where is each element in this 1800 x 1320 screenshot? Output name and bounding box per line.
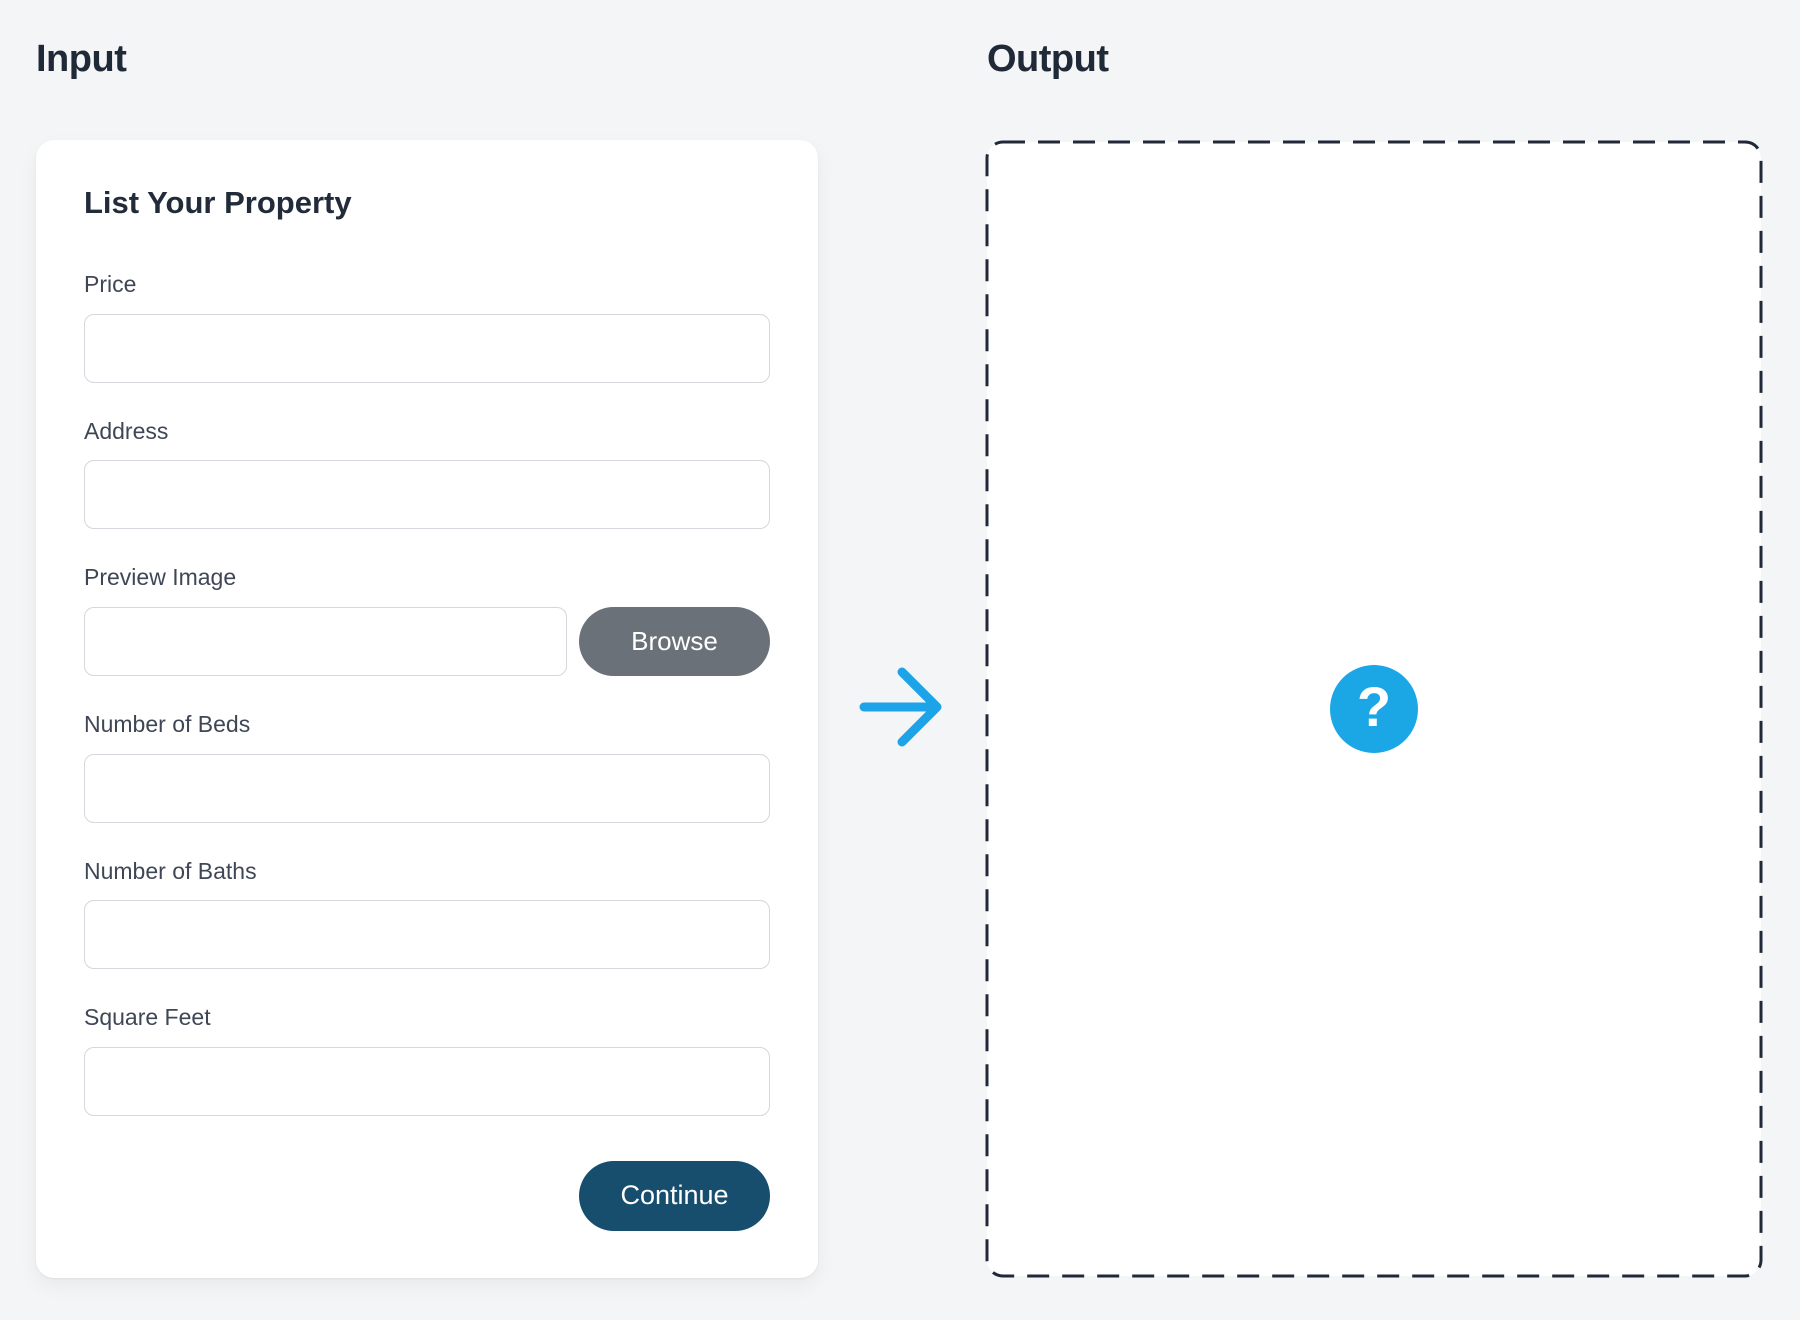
output-placeholder-area: ? [985, 140, 1763, 1278]
browse-button[interactable]: Browse [579, 606, 770, 676]
card-actions: Continue [84, 1160, 770, 1231]
preview-image-row: Browse [84, 606, 770, 676]
question-mark-glyph: ? [1356, 675, 1392, 738]
square-feet-label: Square Feet [84, 1004, 211, 1031]
field-preview-image: Preview Image Browse [84, 564, 770, 676]
preview-image-label: Preview Image [84, 564, 237, 591]
field-number-of-baths: Number of Baths [84, 858, 770, 970]
arrow-head [897, 667, 942, 747]
preview-image-input[interactable] [84, 606, 567, 676]
output-heading: Output [987, 38, 1109, 80]
card-title: List Your Property [84, 185, 352, 220]
price-input[interactable] [84, 313, 770, 383]
property-form-card: List Your Property Price Address Preview… [36, 140, 818, 1278]
number-of-beds-label: Number of Beds [84, 710, 251, 737]
number-of-baths-input[interactable] [84, 900, 770, 970]
field-address: Address [84, 418, 770, 530]
question-mark-icon: ? [1330, 665, 1418, 753]
square-feet-input[interactable] [84, 1046, 770, 1116]
address-label: Address [84, 417, 169, 444]
continue-button[interactable]: Continue [579, 1160, 770, 1231]
address-input[interactable] [84, 460, 770, 530]
input-heading: Input [36, 38, 127, 80]
number-of-beds-input[interactable] [84, 753, 770, 823]
field-number-of-beds: Number of Beds [84, 711, 770, 823]
field-square-feet: Square Feet [84, 1004, 770, 1116]
arrow-right-icon [856, 664, 942, 750]
price-label: Price [84, 271, 137, 298]
number-of-baths-label: Number of Baths [84, 857, 257, 884]
field-price: Price [84, 271, 770, 383]
